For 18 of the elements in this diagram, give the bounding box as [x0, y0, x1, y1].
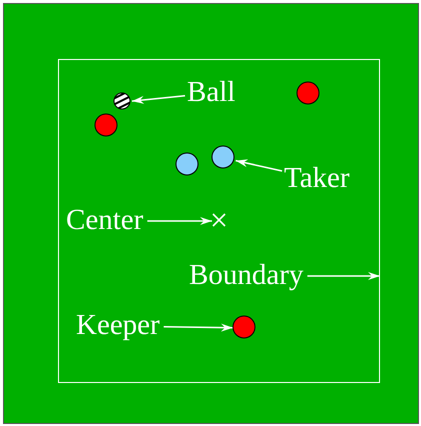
ball-icon — [113, 92, 131, 110]
boundary-rectangle — [58, 59, 380, 383]
boundary-label: Boundary — [189, 259, 304, 291]
center-mark — [211, 212, 227, 228]
arrow — [147, 217, 212, 225]
ball-label: Ball — [187, 76, 236, 108]
player-marker — [94, 113, 118, 137]
player-marker — [296, 81, 320, 105]
player-marker — [175, 152, 199, 176]
player-marker — [232, 315, 256, 339]
player-marker — [211, 145, 235, 169]
arrow — [236, 159, 282, 172]
taker-label: Taker — [284, 162, 350, 194]
keeper-label: Keeper — [76, 309, 160, 341]
arrow — [307, 272, 380, 280]
arrow — [164, 324, 234, 332]
arrow — [132, 95, 186, 104]
center-label: Center — [66, 204, 144, 236]
